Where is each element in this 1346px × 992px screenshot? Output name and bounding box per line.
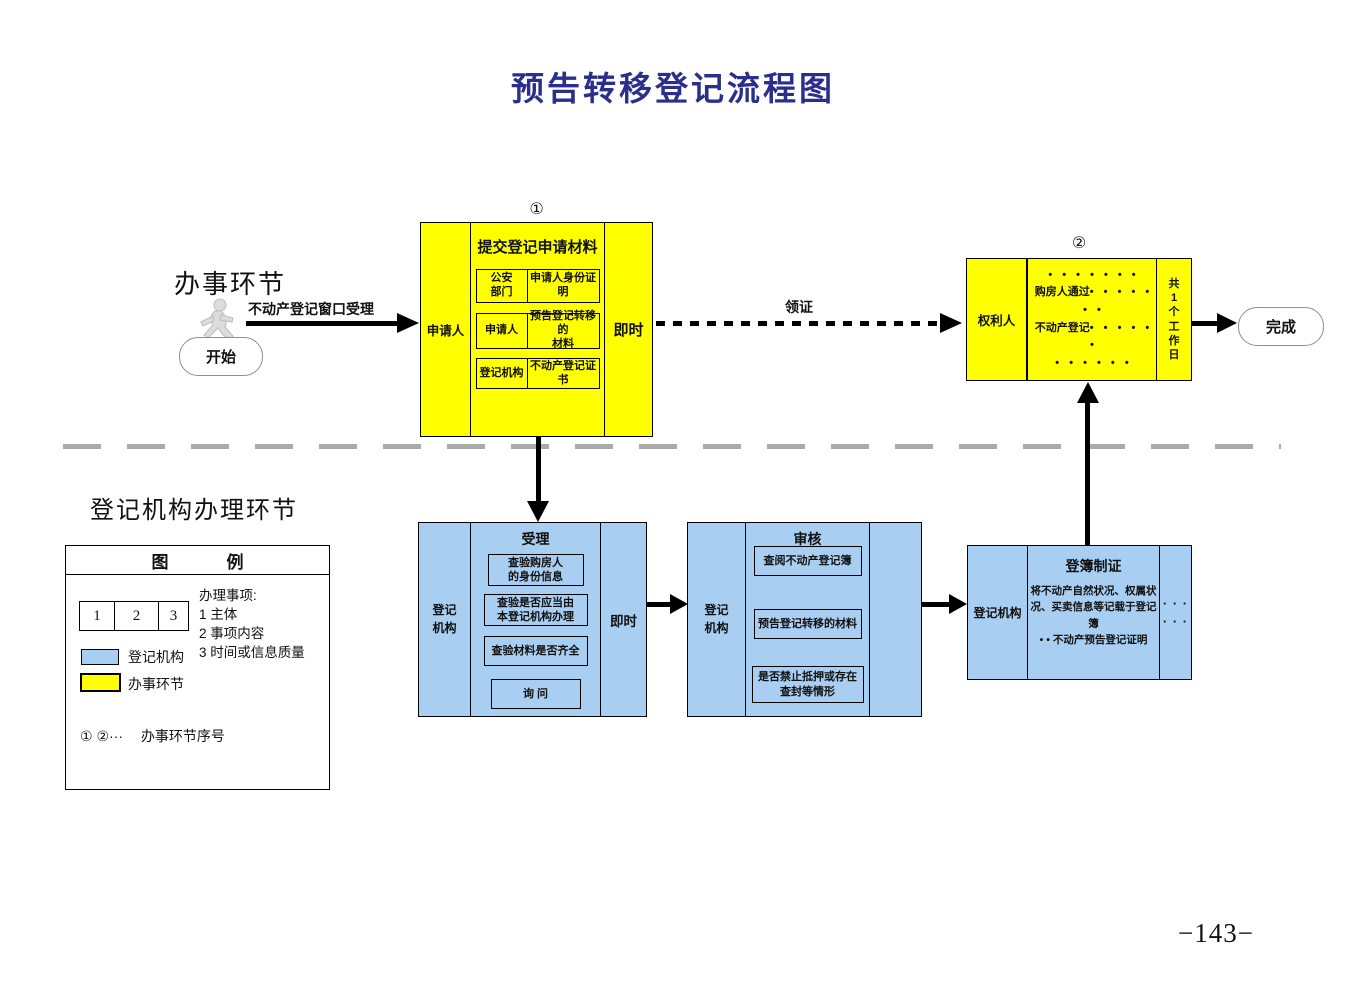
arrow-down-head-icon: [527, 501, 549, 522]
record-content: 登簿制证 将不动产自然状况、权属状 况、买卖信息等记载于登记簿 • • 不动产预…: [1028, 546, 1159, 679]
step2-line: 购房人通过• • • • • • •: [1034, 286, 1150, 316]
arrow-review-record-head-icon: [949, 594, 967, 614]
accept-item: 查验材料是否齐全: [483, 636, 588, 666]
legend-header-left: 图: [151, 552, 169, 572]
arrow-up-head-icon: [1077, 382, 1099, 403]
legend-box: 图 例 1 2 3 办理事项: 1 主体 2 事项内容 3 时间或信息质量 登记…: [65, 545, 330, 790]
page-title: 预告转移登记流程图: [511, 72, 835, 108]
legend-sequence-row: ① ②··· 办事环节序号: [80, 726, 225, 746]
arrow-up-shaft: [1085, 401, 1090, 545]
arrow-window-shaft: [246, 321, 398, 326]
finish-node: 完成: [1238, 307, 1324, 346]
accept-item: 询 问: [490, 679, 581, 709]
legend-sequence-label: 办事环节序号: [140, 728, 225, 744]
step2-line: 不动产登记• • • • • •: [1034, 321, 1150, 352]
step1-submit-materials-box: 申请人 提交登记申请材料 公安 部门 申请人身份证明 申请人 预告登记转移的 材…: [420, 222, 653, 437]
step1-sequence-number: ①: [529, 201, 544, 218]
step2-sequence-number: ②: [1071, 235, 1087, 252]
legend-blue-swatch: [81, 649, 119, 665]
accept-title: 受理: [521, 531, 550, 547]
lane-divider: [63, 444, 1281, 449]
edge-label-collect-certificate: 领证: [785, 299, 813, 315]
accept-item: 查验购房人 的身份信息: [487, 554, 584, 586]
arrow-down-shaft: [536, 437, 541, 502]
legend-yellow-label: 办事环节: [128, 676, 184, 692]
arrow-window-head-icon: [397, 313, 419, 333]
arrow-collect-head-icon: [940, 313, 962, 333]
legend-notes: 办理事项: 1 主体 2 事项内容 3 时间或信息质量: [199, 586, 305, 663]
material-item: 预告登记转移的 材料: [530, 310, 596, 350]
accept-item: 查验是否应当由 本登记机构办理: [483, 594, 588, 626]
legend-blue-label: 登记机构: [128, 649, 184, 665]
arrow-finish-head-icon: [1217, 313, 1237, 333]
accept-time: 即时: [600, 523, 646, 716]
step2-line: • • • • • • •: [1048, 268, 1136, 281]
record-box: 登记机构 登簿制证 将不动产自然状况、权属状 况、买卖信息等记载于登记簿 • •…: [967, 545, 1192, 680]
legend-cell-1: 1: [79, 601, 115, 631]
legend-sequence-symbols: ① ②···: [80, 728, 123, 744]
start-node: 开始: [179, 337, 263, 376]
review-item: 查阅不动产登记簿: [753, 546, 862, 576]
record-body: 将不动产自然状况、权属状 况、买卖信息等记载于登记簿 • • 不动产预告登记证明: [1030, 585, 1157, 646]
step1-content: 提交登记申请材料 公安 部门 申请人身份证明 申请人 预告登记转移的 材料 登记…: [471, 223, 604, 436]
legend-cell-2: 2: [115, 601, 159, 631]
material-provider: 申请人: [477, 314, 528, 348]
step1-title: 提交登记申请材料: [477, 239, 598, 256]
step2-actor: 权利人: [967, 259, 1028, 380]
record-time-dots: · · · · · ·: [1159, 546, 1191, 679]
material-item: 不动产登记证书: [530, 359, 596, 386]
material-provider: 登记机构: [477, 359, 528, 388]
step2-duration: 共 1 个 工 作 日: [1156, 259, 1191, 380]
lane-label-registry: 登记机构办理环节: [90, 498, 298, 524]
legend-note: 3 时间或信息质量: [199, 645, 305, 661]
running-person-icon: [200, 298, 234, 341]
legend-cell-3: 3: [159, 601, 189, 631]
review-actor: 登记 机构: [688, 523, 746, 716]
arrow-collect-shaft: [656, 321, 942, 326]
accept-content: 受理 查验购房人 的身份信息 查验是否应当由 本登记机构办理 查验材料是否齐全 …: [471, 523, 600, 716]
edge-label-window-acceptance: 不动产登记窗口受理: [248, 301, 374, 317]
review-box: 登记 机构 审核 查阅不动产登记簿 预告登记转移的材料 是否禁止抵押或存在 查封…: [687, 522, 922, 717]
material-row: 公安 部门 申请人身份证明: [475, 269, 600, 303]
review-content: 审核 查阅不动产登记簿 预告登记转移的材料 是否禁止抵押或存在 查封等情形: [746, 523, 869, 716]
review-item: 预告登记转移的材料: [753, 609, 862, 639]
legend-note: 2 事项内容: [199, 626, 265, 642]
legend-header-right: 例: [226, 552, 244, 572]
step2-line: • • • • • •: [1055, 356, 1129, 369]
record-actor: 登记机构: [968, 546, 1028, 679]
step1-time: 即时: [604, 223, 652, 436]
legend-sample-cells: 1 2 3: [79, 601, 189, 631]
legend-yellow-swatch: [80, 673, 121, 692]
arrow-accept-review-head-icon: [670, 594, 688, 614]
step1-actor: 申请人: [421, 223, 471, 436]
legend-note-title: 办理事项:: [199, 588, 257, 603]
page-number: −143−: [1178, 918, 1254, 948]
material-item: 申请人身份证明: [530, 272, 596, 298]
step2-certificate-box: 权利人 • • • • • • • 购房人通过• • • • • • • 不动产…: [966, 258, 1192, 381]
arrow-finish-shaft: [1192, 321, 1220, 326]
arrow-review-record-shaft: [922, 602, 951, 607]
review-time-empty: [869, 523, 921, 716]
lane-label-citizen: 办事环节: [174, 270, 287, 299]
review-title: 审核: [793, 531, 822, 547]
step2-content: • • • • • • • 购房人通过• • • • • • • 不动产登记• …: [1028, 259, 1156, 380]
material-provider: 公安 部门: [477, 270, 528, 302]
arrow-accept-review-shaft: [647, 602, 673, 607]
review-item: 是否禁止抵押或存在 查封等情形: [751, 666, 864, 703]
accept-box: 登记 机构 受理 查验购房人 的身份信息 查验是否应当由 本登记机构办理 查验材…: [418, 522, 647, 717]
record-title: 登簿制证: [1065, 558, 1122, 574]
legend-note: 1 主体: [199, 607, 238, 623]
material-row: 申请人 预告登记转移的 材料: [475, 310, 600, 350]
material-row: 登记机构 不动产登记证书: [475, 358, 600, 389]
accept-actor: 登记 机构: [419, 523, 471, 716]
legend-header: 图 例: [66, 546, 329, 575]
